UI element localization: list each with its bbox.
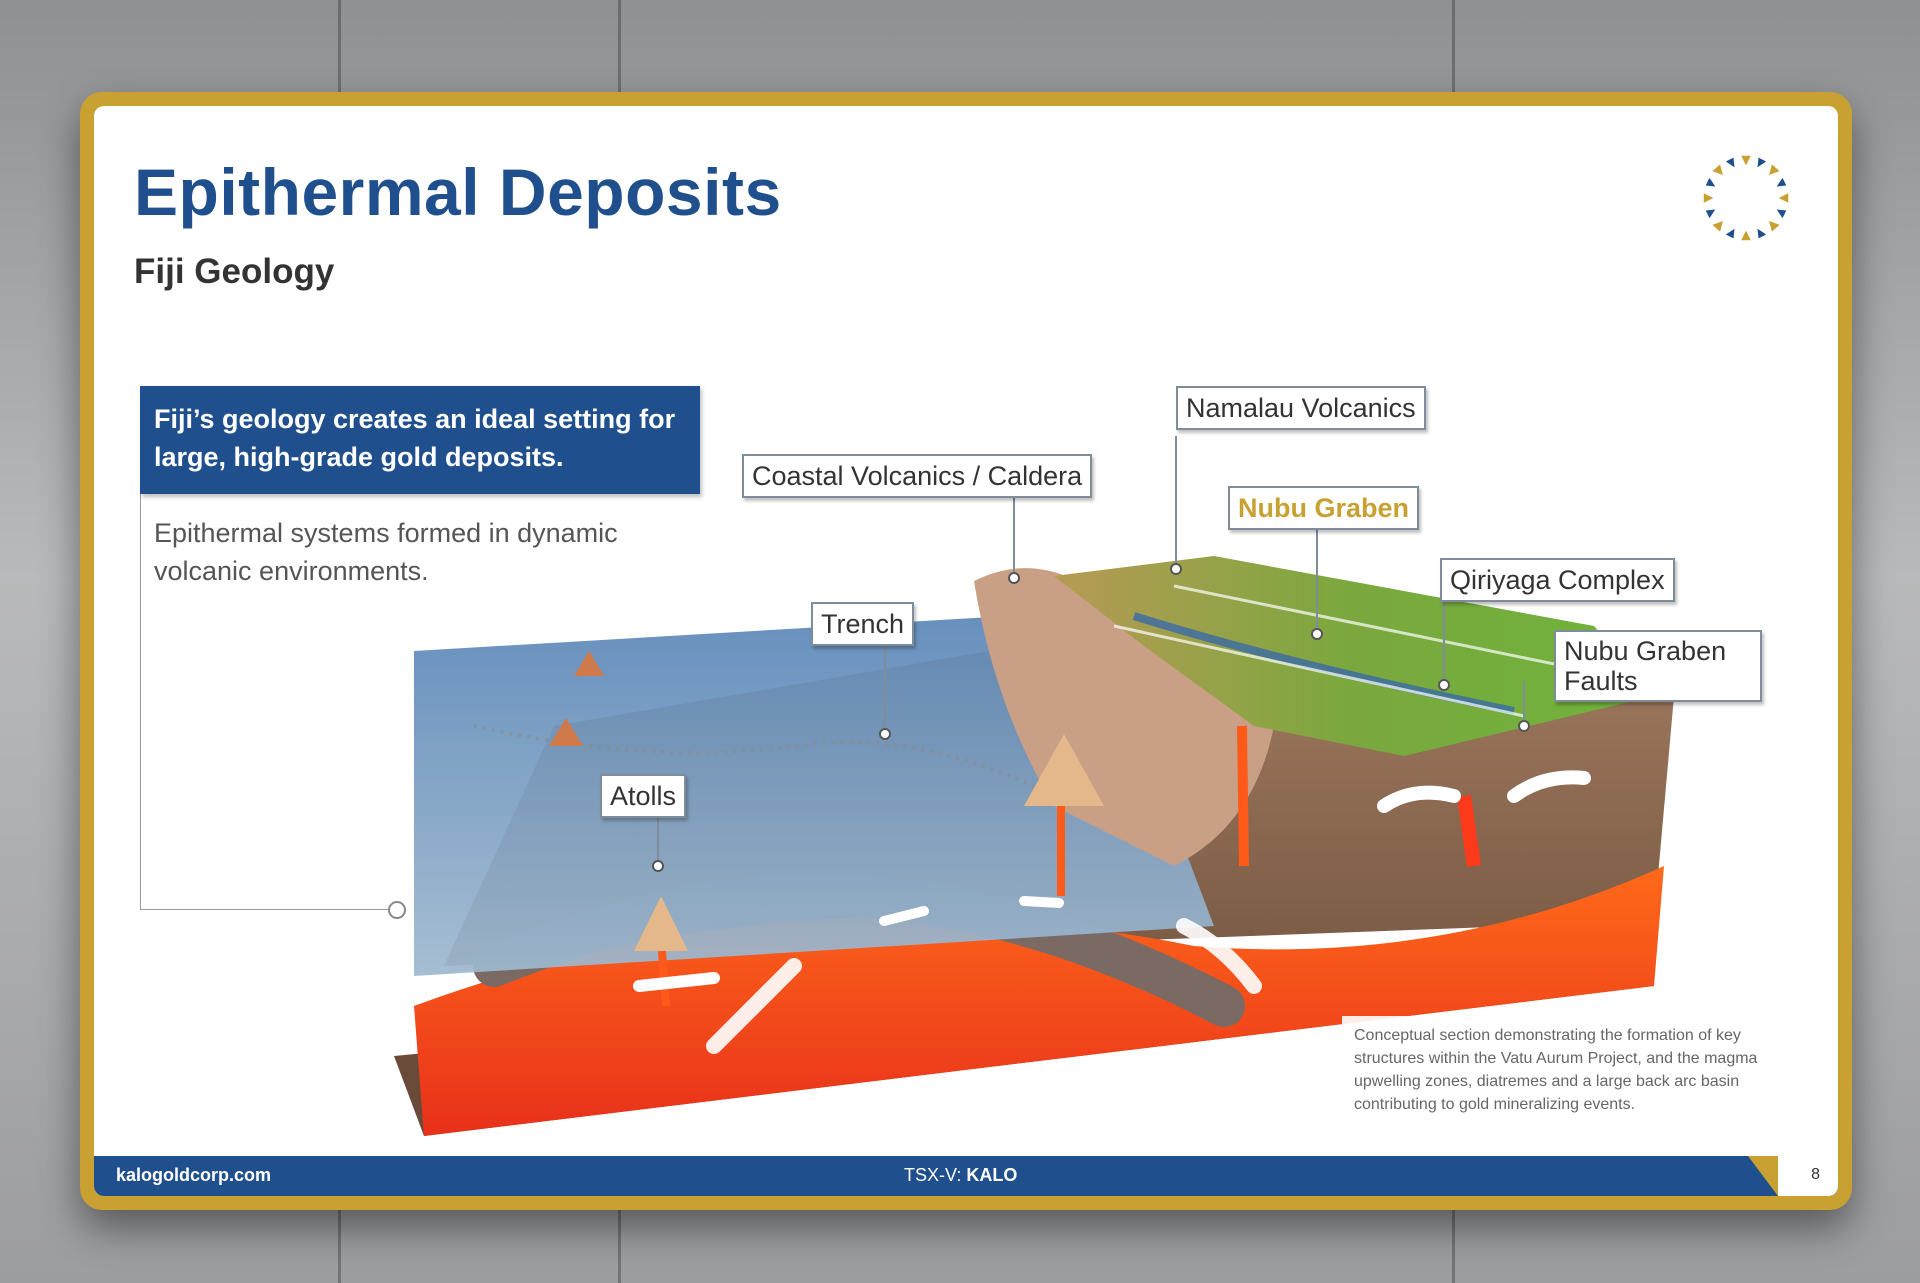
sun-logo-icon <box>1703 155 1789 241</box>
diagram-caption: Conceptual section demonstrating the for… <box>1342 1016 1826 1124</box>
flow-arrow-icon <box>1176 918 1262 994</box>
label-namalau-volcanics: Namalau Volcanics <box>1176 386 1426 430</box>
leader-dot <box>1518 720 1530 732</box>
callout-connector <box>140 494 141 910</box>
slide-footer: kalogoldcorp.com TSX-V: KALO 8 <box>94 1156 1838 1196</box>
footer-ticker: TSX-V: KALO <box>904 1165 1017 1186</box>
flow-arrow-icon <box>1507 770 1591 803</box>
leader-dot <box>1438 679 1450 691</box>
callout-headline: Fiji’s geology creates an ideal setting … <box>140 386 700 494</box>
seafloor-ridge <box>473 724 1075 808</box>
label-qiriyaga-complex: Qiriyaga Complex <box>1440 558 1675 602</box>
footer-page-area <box>1778 1156 1838 1196</box>
flow-arrow-icon <box>1377 785 1461 813</box>
atoll-cone <box>634 896 688 951</box>
atoll-cone <box>574 651 604 676</box>
footer-ticker-symbol: KALO <box>966 1165 1018 1185</box>
footer-accent <box>1748 1156 1778 1196</box>
label-trench: Trench <box>811 602 915 646</box>
flow-arrow-icon <box>879 906 929 926</box>
leader-dot <box>1311 628 1323 640</box>
leader-dot <box>1170 563 1182 575</box>
slide: Epithermal Deposits Fiji Geology <box>94 106 1838 1196</box>
slide-subtitle: Fiji Geology <box>134 252 335 291</box>
magma-conduit <box>658 950 670 1007</box>
screen-frame: Epithermal Deposits Fiji Geology <box>80 92 1852 1210</box>
slide-title: Epithermal Deposits <box>134 155 782 229</box>
callout-connector <box>140 909 390 910</box>
leader-dot <box>652 860 664 872</box>
graben-fault-line <box>1113 624 1525 718</box>
page-number: 8 <box>1811 1166 1820 1183</box>
atoll-cone <box>549 718 583 746</box>
label-nubu-graben: Nubu Graben <box>1228 486 1420 530</box>
callout-connector-dot <box>388 901 406 919</box>
footer-ticker-prefix: TSX-V: <box>904 1165 967 1185</box>
flow-arrow-icon <box>1019 896 1064 908</box>
leader-dot <box>1008 572 1020 584</box>
magma-conduit <box>1457 795 1481 867</box>
subducting-slab <box>473 873 1245 1027</box>
flow-arrow-icon <box>706 958 802 1054</box>
ocean-surface <box>414 611 1214 976</box>
callout-body: Epithermal systems formed in dynamic vol… <box>154 518 618 586</box>
label-atolls: Atolls <box>600 774 687 818</box>
leader-dot <box>879 728 891 740</box>
flow-arrow-icon <box>633 972 720 992</box>
magma-conduit <box>1237 725 1249 867</box>
footer-url: kalogoldcorp.com <box>116 1165 272 1185</box>
coastal-cliffs <box>974 568 1274 866</box>
graben-river <box>1132 612 1515 715</box>
volcano-cone <box>1024 734 1104 806</box>
label-nubu-graben-faults: Nubu Graben Faults <box>1554 630 1762 702</box>
label-coastal-volcanics: Coastal Volcanics / Caldera <box>742 454 1093 498</box>
